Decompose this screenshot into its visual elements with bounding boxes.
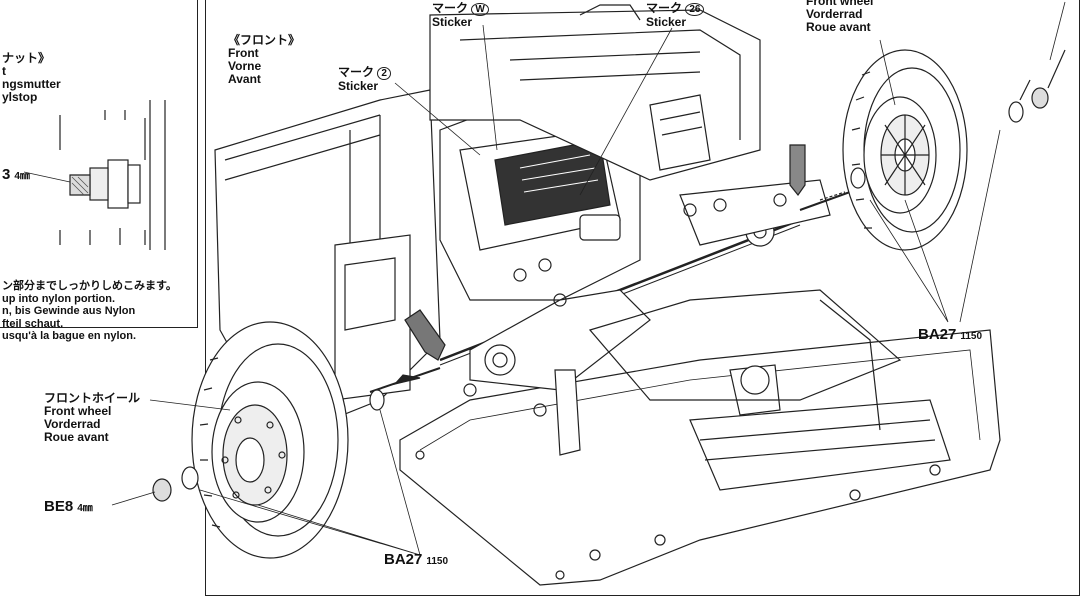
front-wheel-right [842,49,1066,251]
front-wheel-right-label: Front wheel Vorderrad Roue avant [806,0,874,34]
inset-note: ン部分までしっかりしめこみます。 up into nylon portion. … [2,280,177,342]
sticker-2-label: マーク 2 Sticker [338,66,391,93]
nut-detail-inset [0,0,198,328]
inset-nut-drawing [23,100,166,250]
main-illustration-frame [205,0,1080,596]
front-direction-label: 《フロント》 Front Vorne Avant [228,33,301,86]
front-wheel-left-label: フロントホイール Front wheel Vorderrad Roue avan… [44,391,141,444]
sticker-w-label: マーク W Sticker [432,2,489,29]
sticker-26-label: マーク 26 Sticker [646,2,705,29]
inset-title: ナット》 t ngsmutter ylstop [2,51,61,104]
